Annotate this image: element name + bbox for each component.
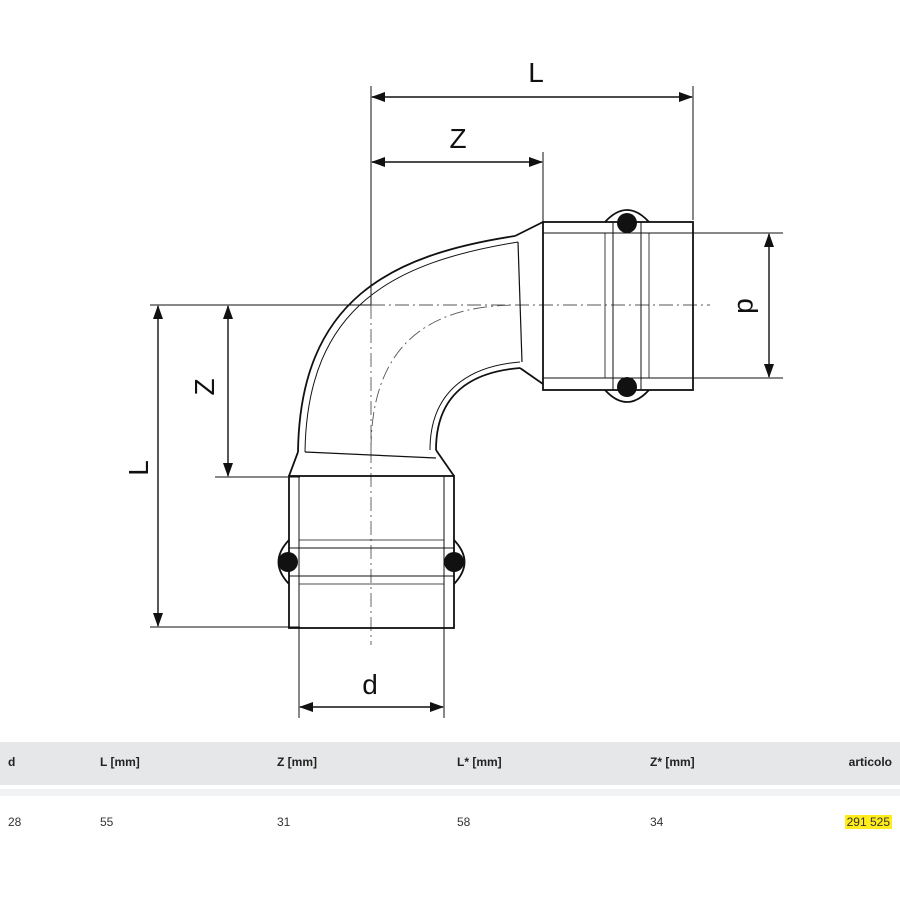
cell-L-star: 58 <box>457 815 471 829</box>
o-ring-right <box>444 552 464 572</box>
o-ring-seals <box>278 213 637 572</box>
dimension-lines <box>153 92 774 712</box>
label-top-L: L <box>528 57 544 88</box>
o-ring-bottom <box>617 377 637 397</box>
col-header-L: L [mm] <box>100 755 140 769</box>
col-header-Z-star: Z* [mm] <box>650 755 695 769</box>
elbow-fitting-drawing: L Z L Z d d <box>123 57 783 718</box>
label-bottom-d: d <box>362 669 378 700</box>
col-header-L-star: L* [mm] <box>457 755 502 769</box>
cell-Z: 31 <box>277 815 291 829</box>
centerlines <box>370 304 710 645</box>
cell-Z-star: 34 <box>650 815 664 829</box>
label-top-Z: Z <box>449 123 466 154</box>
label-right-d: d <box>732 298 763 314</box>
table-separator <box>0 789 900 796</box>
cell-d: 28 <box>8 815 22 829</box>
cell-articolo[interactable]: 291 525 <box>844 815 892 829</box>
fitting-body <box>277 209 694 629</box>
col-header-Z: Z [mm] <box>277 755 317 769</box>
extension-lines <box>150 86 783 718</box>
label-left-Z: Z <box>189 378 220 395</box>
col-header-d: d <box>8 755 16 769</box>
label-left-L: L <box>123 460 154 476</box>
col-header-articolo: articolo <box>848 755 892 769</box>
cell-L: 55 <box>100 815 114 829</box>
o-ring-top <box>617 213 637 233</box>
table-header-bar <box>0 742 900 785</box>
o-ring-left <box>278 552 298 572</box>
dimension-labels: L Z L Z d d <box>123 57 763 700</box>
article-number-link[interactable]: 291 525 <box>844 815 892 829</box>
